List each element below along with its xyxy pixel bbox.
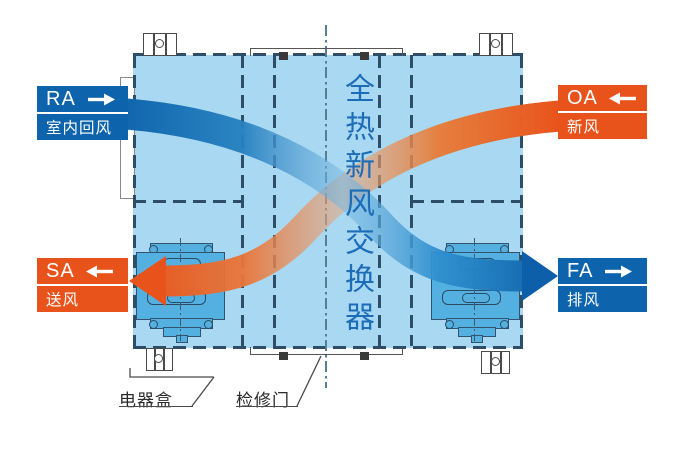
port-ra-code: RA <box>46 87 76 110</box>
arrow-right-icon <box>87 93 115 105</box>
port-label-fa: FA 排风 <box>558 258 647 312</box>
port-fa-code: FA <box>567 259 594 282</box>
left-panel-seam <box>133 200 242 203</box>
top-latch-right <box>360 52 369 60</box>
electrical-box-unit <box>146 348 173 371</box>
top-door-lip <box>250 48 403 56</box>
right-panel-seam <box>411 200 522 203</box>
bottom-latch-right <box>360 352 369 360</box>
port-oa-code: OA <box>567 86 598 109</box>
electrical-box-leader-slash <box>191 376 215 407</box>
bottom-door-lip <box>250 347 403 355</box>
port-ra-name: 室内回风 <box>46 120 113 137</box>
bottom-latch-left <box>279 352 288 360</box>
exhaust-airflow-arrowhead <box>522 251 558 301</box>
supply-airflow-arrowhead <box>129 256 166 306</box>
access-door-label: 检修门 <box>236 391 290 410</box>
unit-bottom-edge <box>133 346 523 349</box>
arrow-left-icon <box>608 92 636 104</box>
port-sa-name: 送风 <box>46 292 80 309</box>
electrical-box-label: 电器盒 <box>119 391 173 410</box>
port-fa-name: 排风 <box>567 292 601 309</box>
divider-left-inner <box>273 55 276 346</box>
port-label-sa: SA 送风 <box>37 258 128 312</box>
divider-left-outer <box>241 55 244 346</box>
arrow-left-icon <box>85 265 113 277</box>
access-door-underline <box>236 406 298 408</box>
mount-bracket-top-right <box>479 33 513 56</box>
mount-bracket-bottom-right <box>481 351 510 374</box>
top-latch-left <box>279 52 288 60</box>
divider-right-inner <box>378 55 381 346</box>
arrow-right-icon <box>605 265 633 277</box>
unit-title: 全热新风交换器 <box>340 73 373 339</box>
unit-top-edge <box>133 53 523 56</box>
access-door-leader-slash <box>296 355 322 407</box>
port-sa-code: SA <box>46 259 75 282</box>
electrical-box-underline <box>119 406 193 408</box>
port-label-ra: RA 室内回风 <box>37 86 128 140</box>
electrical-box-leader-line <box>129 368 214 378</box>
port-label-oa: OA 新风 <box>558 85 647 139</box>
mount-bracket-top-left <box>143 33 177 56</box>
supply-airflow-ribbon <box>163 100 562 297</box>
port-oa-name: 新风 <box>567 119 601 136</box>
exhaust-airflow-ribbon <box>124 98 525 292</box>
